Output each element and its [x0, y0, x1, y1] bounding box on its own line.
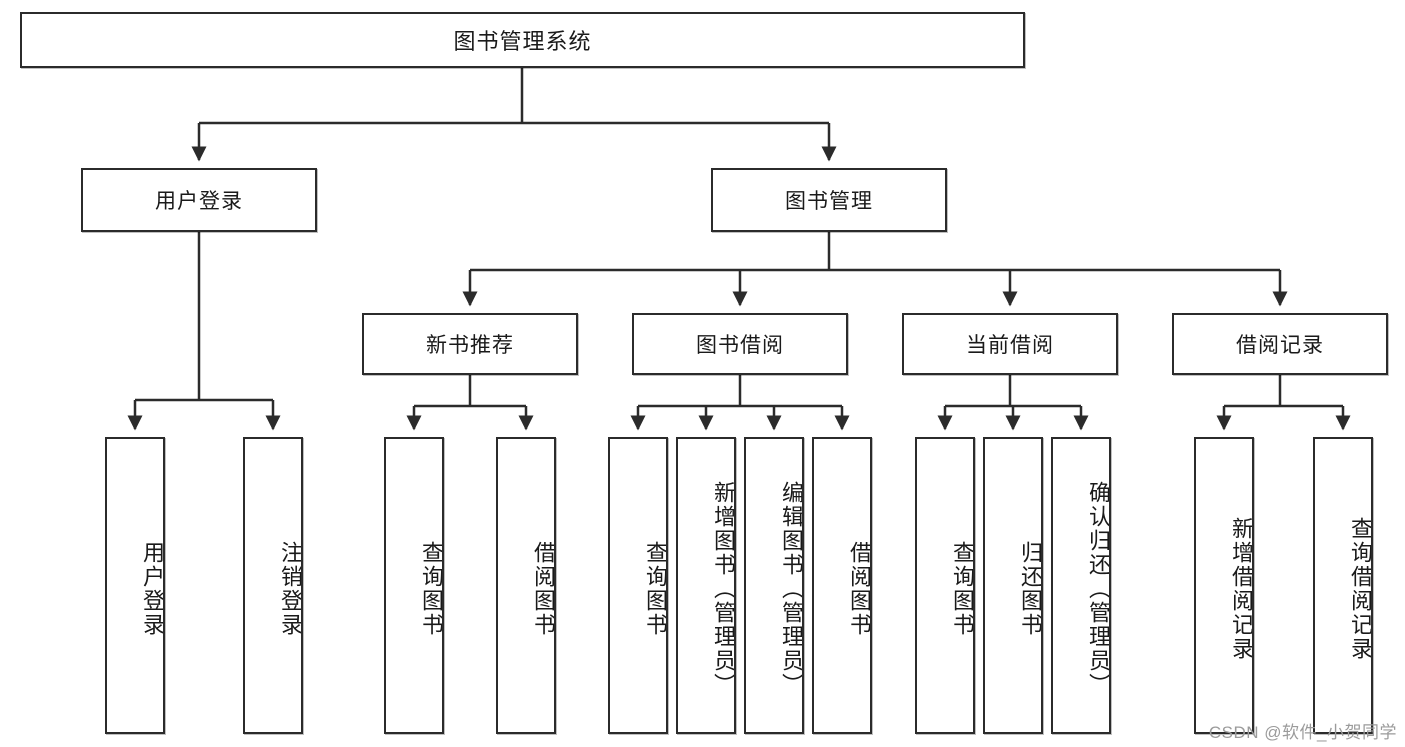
node-label: 新书推荐 — [426, 334, 514, 357]
node-label: 用户登录 — [155, 190, 243, 213]
leaf-query-book-current[interactable]: 查询图书 — [915, 437, 975, 734]
leaf-query-borrow-record[interactable]: 查询借阅记录 — [1313, 437, 1373, 734]
node-label: 查询图书 — [950, 540, 975, 637]
leaf-edit-book-admin[interactable]: 编辑图书（管理员） — [744, 437, 804, 734]
leaf-add-book-admin[interactable]: 新增图书（管理员） — [676, 437, 736, 734]
node-label: 图书管理 — [785, 190, 873, 213]
leaf-query-book-recommend[interactable]: 查询图书 — [384, 437, 444, 734]
node-label: 确认归还（管理员） — [1086, 480, 1111, 697]
node-label: 借阅记录 — [1236, 334, 1324, 357]
watermark-text: CSDN @软件_小贺同学 — [1208, 723, 1397, 742]
leaf-add-borrow-record[interactable]: 新增借阅记录 — [1194, 437, 1254, 734]
leaf-logout-login[interactable]: 注销登录 — [243, 437, 303, 734]
node-borrow-record[interactable]: 借阅记录 — [1172, 313, 1388, 375]
node-label: 归还图书 — [1018, 540, 1043, 637]
leaf-query-book-borrow[interactable]: 查询图书 — [608, 437, 668, 734]
node-label: 新增借阅记录 — [1229, 516, 1254, 661]
leaf-borrow-book-recommend[interactable]: 借阅图书 — [496, 437, 556, 734]
node-label: 新增图书（管理员） — [711, 480, 736, 697]
node-root-book-management-system[interactable]: 图书管理系统 — [20, 12, 1025, 68]
leaf-confirm-return-admin[interactable]: 确认归还（管理员） — [1051, 437, 1111, 734]
leaf-return-book[interactable]: 归还图书 — [983, 437, 1043, 734]
leaf-borrow-book[interactable]: 借阅图书 — [812, 437, 872, 734]
node-label: 注销登录 — [278, 540, 303, 637]
node-label: 当前借阅 — [966, 334, 1054, 357]
node-book-management[interactable]: 图书管理 — [711, 168, 947, 232]
node-label: 图书借阅 — [696, 334, 784, 357]
node-new-book-recommend[interactable]: 新书推荐 — [362, 313, 578, 375]
node-current-borrow[interactable]: 当前借阅 — [902, 313, 1118, 375]
node-label: 查询图书 — [419, 540, 444, 637]
node-label: 图书管理系统 — [453, 29, 592, 54]
node-label: 查询借阅记录 — [1348, 516, 1373, 661]
node-label: 借阅图书 — [531, 540, 556, 637]
node-book-borrow[interactable]: 图书借阅 — [632, 313, 848, 375]
leaf-user-login[interactable]: 用户登录 — [105, 437, 165, 734]
node-user-login[interactable]: 用户登录 — [81, 168, 317, 232]
node-label: 编辑图书（管理员） — [779, 480, 804, 697]
node-label: 用户登录 — [140, 540, 165, 637]
node-label: 查询图书 — [643, 540, 668, 637]
node-label: 借阅图书 — [847, 540, 872, 637]
